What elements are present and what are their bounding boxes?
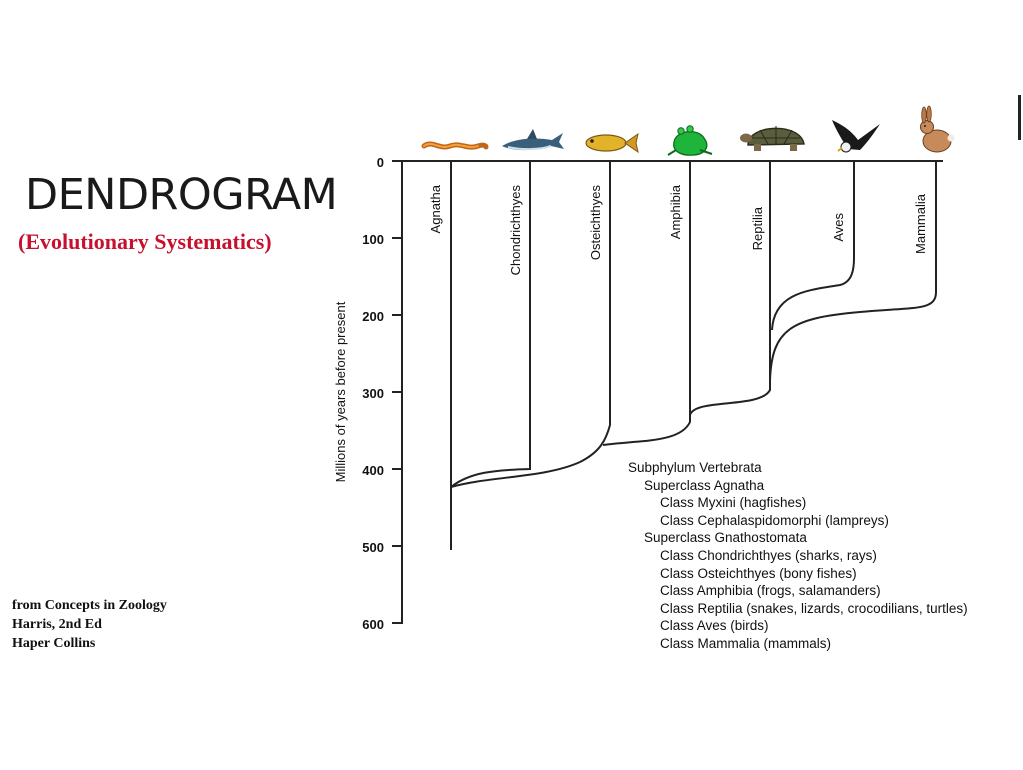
taxon-label-agnatha: Agnatha	[428, 184, 443, 233]
frog-icon	[667, 125, 713, 156]
taxonomy-item: Superclass Agnatha	[644, 477, 765, 493]
fish-icon	[585, 132, 639, 154]
taxonomy-item: Class Myxini (hagfishes)	[660, 495, 807, 511]
axis-tick-label: 300	[362, 386, 384, 401]
axis-ticks	[392, 237, 402, 624]
lamprey-icon	[421, 141, 489, 150]
taxon-label-reptilia: Reptilia	[750, 206, 765, 250]
taxonomy-item: Class Mammalia (mammals)	[660, 635, 832, 651]
axis-tick-label: 400	[362, 463, 384, 478]
lineage-reptilia	[689, 161, 771, 416]
lineage-aves	[771, 161, 855, 331]
taxonomy-item: Class Amphibia (frogs, salamanders)	[660, 583, 881, 599]
taxonomy-item: Class Cephalaspidomorphi (lampreys)	[660, 512, 889, 528]
taxon-label-aves: Aves	[831, 213, 846, 242]
axis-tick-label: 100	[362, 232, 384, 247]
taxonomy-item: Class Chondrichthyes (sharks, rays)	[660, 547, 877, 563]
taxonomy-item: Class Reptilia (snakes, lizards, crocodi…	[660, 600, 968, 616]
rabbit-icon	[920, 105, 955, 153]
axis-label: Millions of years before present	[333, 301, 348, 482]
taxonomy-item: Class Aves (birds)	[660, 618, 769, 634]
taxon-label-mammalia: Mammalia	[913, 193, 928, 254]
taxonomy-item: Subphylum Vertebrata	[628, 460, 762, 475]
page-edge-line	[1018, 95, 1021, 140]
axis-tick-label: 0	[377, 155, 384, 170]
taxonomy-item: Superclass Gnathostomata	[644, 530, 807, 546]
axis-tick-label: 600	[362, 617, 384, 632]
turtle-icon	[740, 126, 805, 151]
taxon-label-amphibia: Amphibia	[668, 184, 683, 239]
credit-line-3: Haper Collins	[12, 636, 96, 651]
taxonomy-list: Subphylum Vertebrata Superclass Agnatha …	[628, 459, 968, 653]
page-title: DENDROGRAM	[25, 170, 338, 220]
lineage-amphibia	[602, 161, 691, 446]
page-subtitle: (Evolutionary Systematics)	[18, 229, 272, 254]
credit-line-2: Harris, 2nd Ed	[12, 617, 102, 632]
lineage-mammalia	[769, 161, 937, 381]
taxon-label-chondrichthyes: Chondrichthyes	[508, 185, 523, 276]
credit-line-1: from Concepts in Zoology	[12, 598, 167, 613]
axis-tick-label: 200	[362, 309, 384, 324]
axis-tick-label: 500	[362, 540, 384, 555]
taxonomy-item: Class Osteichthyes (bony fishes)	[660, 565, 857, 581]
lineage-osteichthyes	[450, 161, 611, 488]
taxon-label-osteichthyes: Osteichthyes	[588, 185, 603, 261]
eagle-icon	[832, 120, 880, 153]
shark-icon	[502, 129, 564, 151]
phylogeny-tree	[450, 161, 937, 550]
lineage-chondrichthyes	[450, 161, 531, 488]
